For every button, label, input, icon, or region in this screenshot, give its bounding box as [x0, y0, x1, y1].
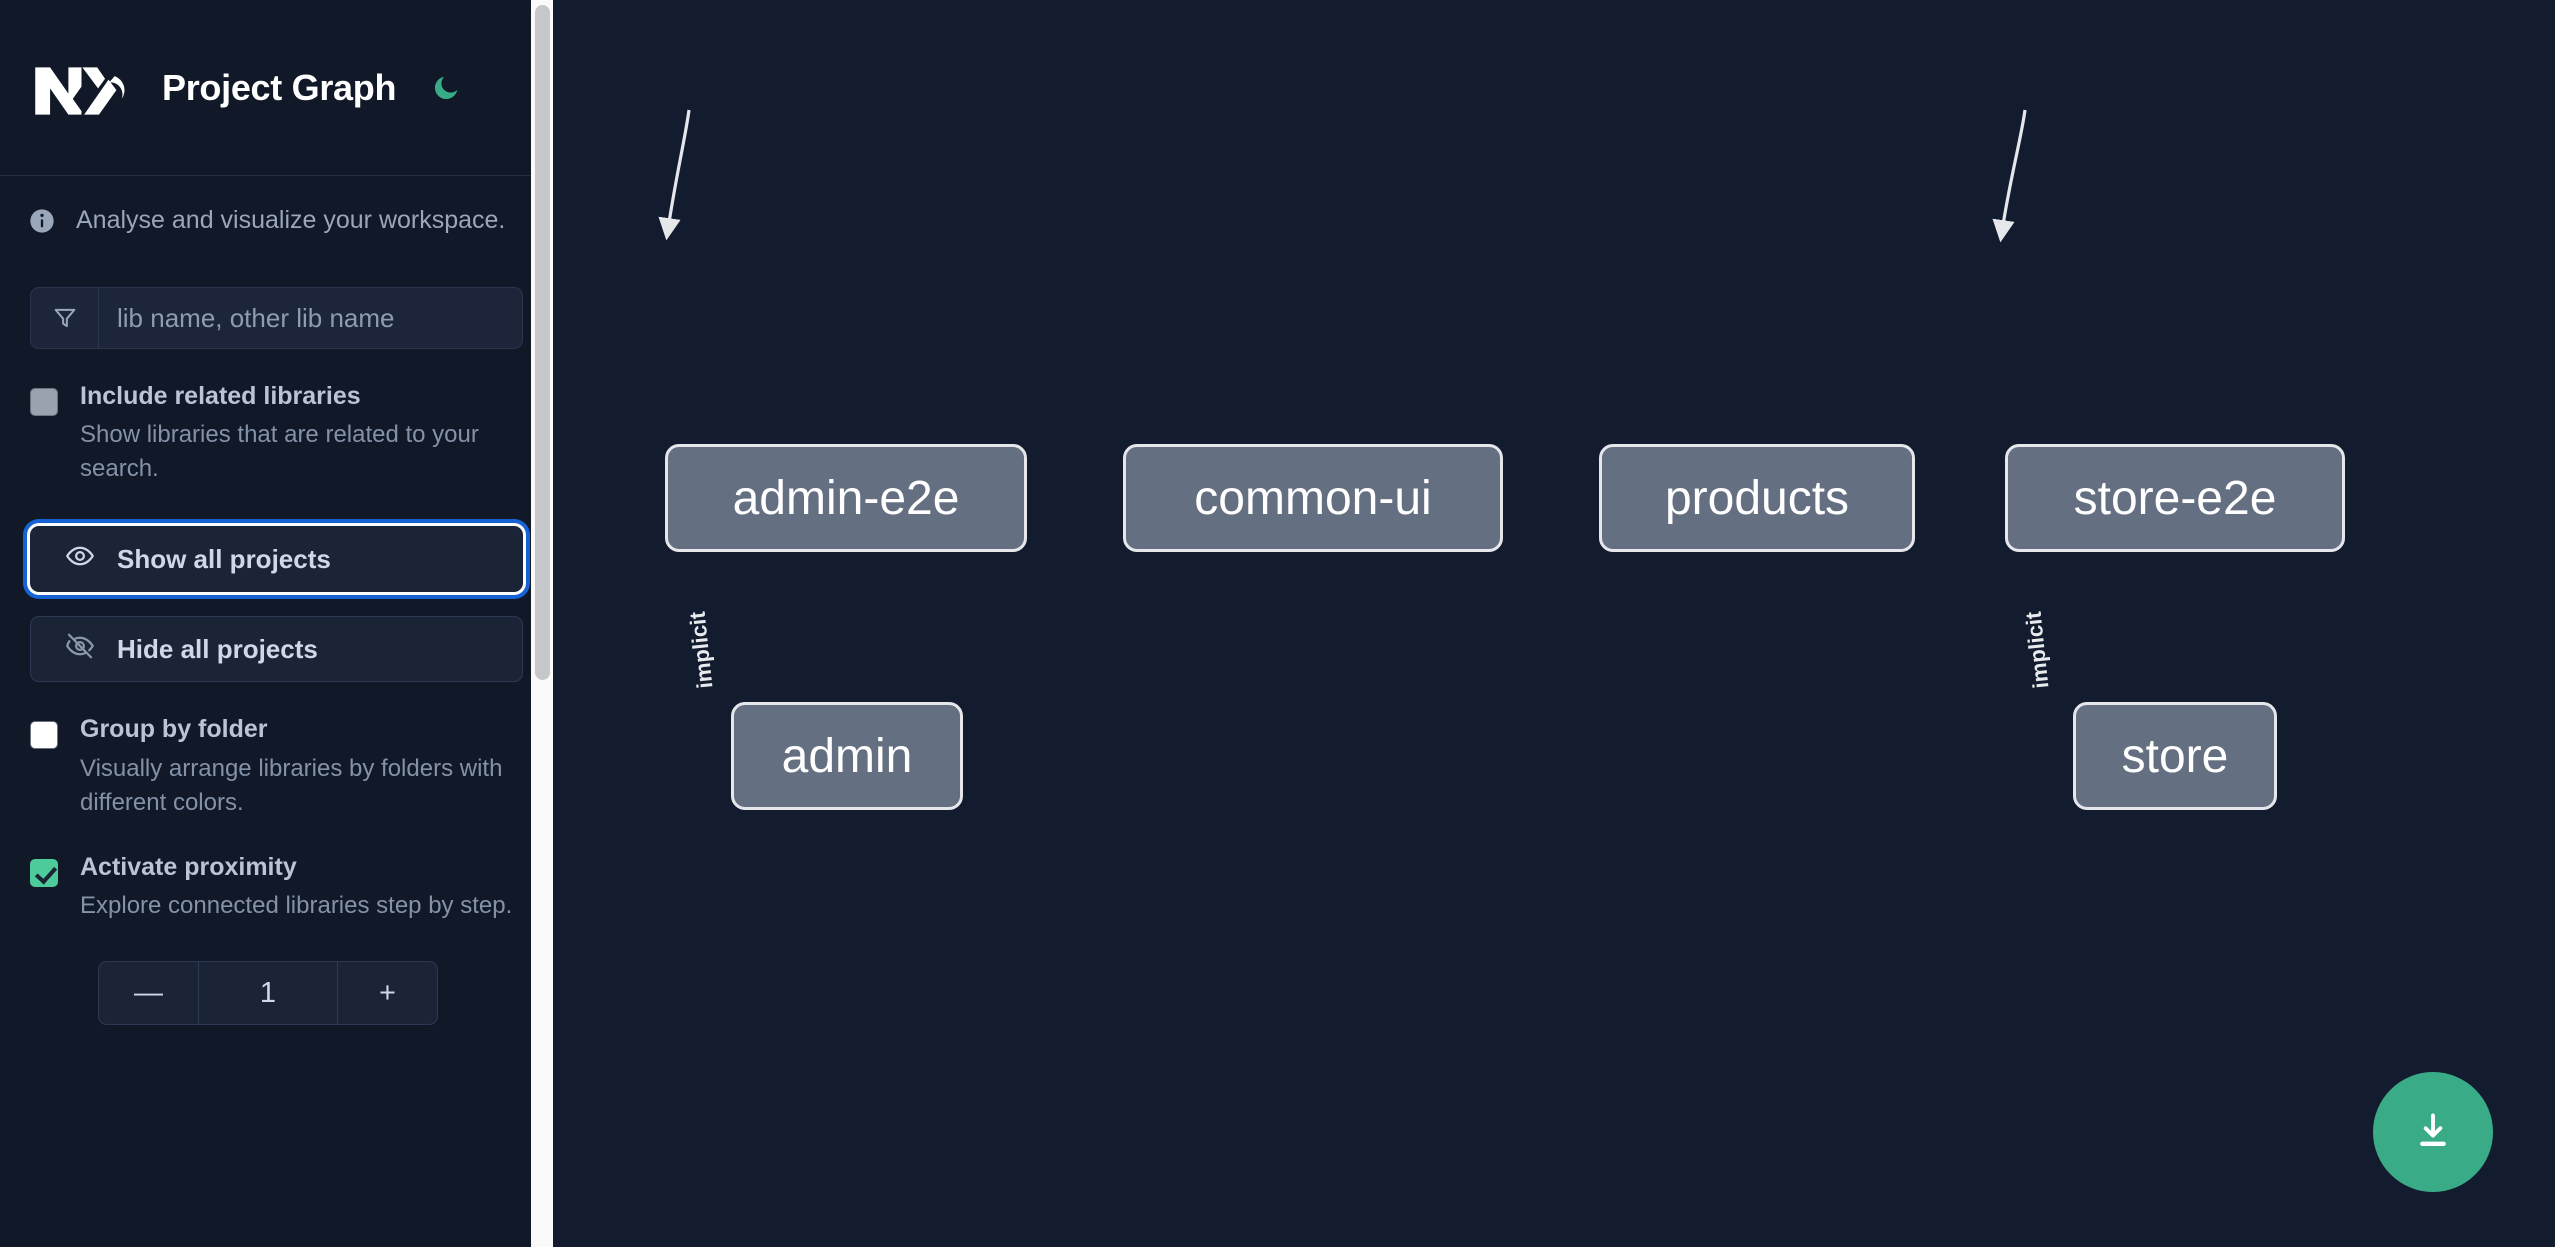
visibility-buttons: Show all projects Hide all projects	[30, 526, 523, 683]
workspace-info: Analyse and visualize your workspace.	[0, 176, 553, 265]
eye-off-icon	[65, 631, 95, 668]
graph-canvas[interactable]: admin-e2e common-ui products store-e2e a…	[553, 0, 2555, 1247]
show-all-projects-label: Show all projects	[117, 543, 331, 574]
moon-icon[interactable]	[426, 68, 466, 108]
hide-all-projects-label: Hide all projects	[117, 633, 318, 664]
option-label: Include related libraries	[80, 382, 361, 410]
group-by-folder-checkbox[interactable]	[30, 721, 58, 750]
sidebar-header: Project Graph	[0, 0, 553, 176]
search-box[interactable]	[30, 287, 523, 349]
sidebar-scrollbar-track[interactable]	[531, 0, 553, 1247]
page-title: Project Graph	[162, 66, 397, 108]
graph-node-label: common-ui	[1194, 471, 1432, 525]
graph-edges	[658, 109, 2027, 243]
option-description: Visually arrange libraries by folders wi…	[80, 754, 503, 816]
graph-node-products[interactable]: products	[1599, 444, 1915, 552]
option-activate-proximity[interactable]: Activate proximity Explore connected lib…	[30, 852, 523, 923]
graph-node-label: store-e2e	[2073, 471, 2277, 525]
info-icon	[28, 207, 56, 235]
download-graph-button[interactable]	[2373, 1072, 2493, 1192]
search-input[interactable]	[99, 288, 522, 348]
graph-node-common-ui[interactable]: common-ui	[1123, 444, 1503, 552]
graph-node-label: admin	[781, 729, 913, 783]
include-related-libraries-checkbox[interactable]	[30, 388, 58, 416]
graph-node-admin[interactable]: admin	[731, 702, 963, 810]
graph-node-admin-e2e[interactable]: admin-e2e	[665, 444, 1027, 552]
proximity-stepper[interactable]: — 1 +	[98, 961, 438, 1026]
download-icon	[2411, 1109, 2455, 1156]
option-group-by-folder[interactable]: Group by folder Visually arrange librari…	[30, 714, 523, 819]
proximity-value: 1	[259, 976, 277, 1009]
filter-funnel-icon	[31, 288, 99, 348]
graph-edge-label-store-e2e-store: implicit	[2020, 610, 2054, 690]
sidebar: Project Graph Analyse and visualize your…	[0, 0, 553, 1247]
graph-node-store[interactable]: store	[2073, 702, 2277, 810]
graph-node-label: admin-e2e	[732, 471, 960, 525]
proximity-decrement-button[interactable]: —	[99, 962, 199, 1025]
workspace-info-text: Analyse and visualize your workspace.	[76, 206, 506, 234]
sidebar-scrollbar-thumb[interactable]	[535, 5, 550, 680]
graph-node-label: products	[1664, 471, 1850, 525]
graph-node-label: store	[2121, 729, 2229, 783]
proximity-increment-button[interactable]: +	[337, 962, 437, 1025]
nx-logo-icon	[30, 60, 126, 122]
sidebar-body: Include related libraries Show libraries…	[0, 287, 553, 1026]
show-all-projects-button[interactable]: Show all projects	[30, 526, 523, 593]
eye-icon	[65, 541, 95, 578]
graph-edge-label-admin-e2e-admin: implicit	[684, 610, 718, 690]
hide-all-projects-button[interactable]: Hide all projects	[30, 616, 523, 683]
option-description: Explore connected libraries step by step…	[80, 892, 513, 920]
activate-proximity-checkbox[interactable]	[30, 858, 58, 887]
option-label: Group by folder	[80, 715, 268, 744]
option-include-related-libraries[interactable]: Include related libraries Show libraries…	[30, 381, 523, 486]
option-label: Activate proximity	[80, 852, 297, 881]
option-description: Show libraries that are related to your …	[80, 421, 479, 483]
graph-node-store-e2e[interactable]: store-e2e	[2005, 444, 2345, 552]
